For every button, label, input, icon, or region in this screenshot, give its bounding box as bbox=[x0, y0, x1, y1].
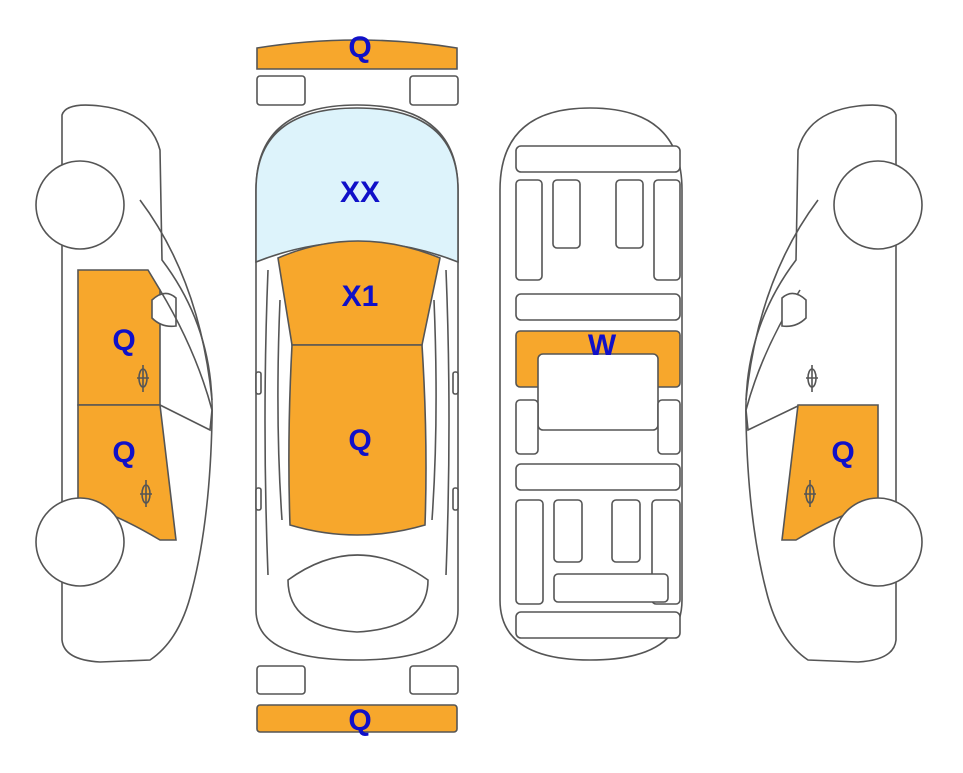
undercarriage-label: W bbox=[588, 329, 617, 362]
right-front-wheel bbox=[833, 160, 923, 250]
right-rear-handle-knob bbox=[805, 484, 815, 504]
left-rear-wheel bbox=[35, 497, 125, 587]
top-right-side-line bbox=[445, 269, 450, 576]
underside-center-box bbox=[537, 353, 659, 431]
underside-left-rail-2 bbox=[515, 399, 539, 455]
top-left-handle bbox=[255, 487, 262, 511]
right-side-view bbox=[745, 104, 923, 663]
windshield-label: XX bbox=[340, 176, 380, 209]
hood-front-label: X1 bbox=[342, 280, 379, 313]
underside-slot-2 bbox=[615, 179, 644, 249]
left-side-roofline bbox=[139, 199, 213, 401]
top-left-inner-line bbox=[277, 299, 283, 521]
underside-right-rail-1 bbox=[653, 179, 681, 281]
underside-slot-3 bbox=[553, 499, 583, 563]
top-right-mirror bbox=[452, 371, 459, 395]
hood-main-label: Q bbox=[348, 424, 371, 457]
left-rear-handle-knob bbox=[141, 484, 151, 504]
underside-front-bar bbox=[515, 145, 681, 173]
right-front-handle-knob bbox=[807, 368, 817, 388]
left-window bbox=[159, 289, 213, 432]
underside-rear-bar bbox=[515, 611, 681, 639]
underside-slot-4 bbox=[611, 499, 641, 563]
front-bumper-label: Q bbox=[348, 31, 371, 64]
left-rear-door-label: Q bbox=[112, 436, 135, 469]
rear-window bbox=[287, 554, 429, 633]
top-left-mirror bbox=[255, 371, 262, 395]
hood-front-panel[interactable] bbox=[277, 240, 441, 346]
top-right-inner-line bbox=[431, 299, 437, 521]
hood-main-panel[interactable] bbox=[288, 344, 427, 536]
right-rear-wheel bbox=[833, 497, 923, 587]
underside-right-rail-2 bbox=[657, 399, 681, 455]
top-right-handle bbox=[452, 487, 459, 511]
left-front-wheel bbox=[35, 160, 125, 250]
rear-right-light bbox=[409, 665, 459, 695]
underside-left-rail-1 bbox=[515, 179, 543, 281]
underside-slot-1 bbox=[552, 179, 581, 249]
underside-mid-bar-2 bbox=[515, 463, 681, 491]
underside-mid-bar-1 bbox=[515, 293, 681, 321]
rear-bumper-panel[interactable] bbox=[256, 704, 458, 733]
underside-view bbox=[499, 107, 683, 661]
underside-slot-5 bbox=[553, 573, 669, 603]
underside-left-rail-3 bbox=[515, 499, 544, 605]
left-front-door-label: Q bbox=[112, 324, 135, 357]
top-left-side-line bbox=[264, 269, 269, 576]
right-side-roofline bbox=[745, 199, 819, 401]
front-left-light bbox=[256, 75, 306, 106]
left-mirror bbox=[151, 292, 177, 328]
left-side-view bbox=[35, 104, 213, 663]
right-mirror bbox=[781, 292, 807, 328]
rear-left-light bbox=[256, 665, 306, 695]
front-right-light bbox=[409, 75, 459, 106]
right-rear-door-label: Q bbox=[831, 436, 854, 469]
left-front-handle-knob bbox=[138, 368, 148, 388]
damage-labels: Q XX X1 Q Q Q Q W Q bbox=[112, 31, 854, 737]
front-bumper-panel[interactable] bbox=[256, 39, 458, 70]
top-view bbox=[255, 39, 459, 733]
rear-bumper-label: Q bbox=[348, 704, 371, 737]
